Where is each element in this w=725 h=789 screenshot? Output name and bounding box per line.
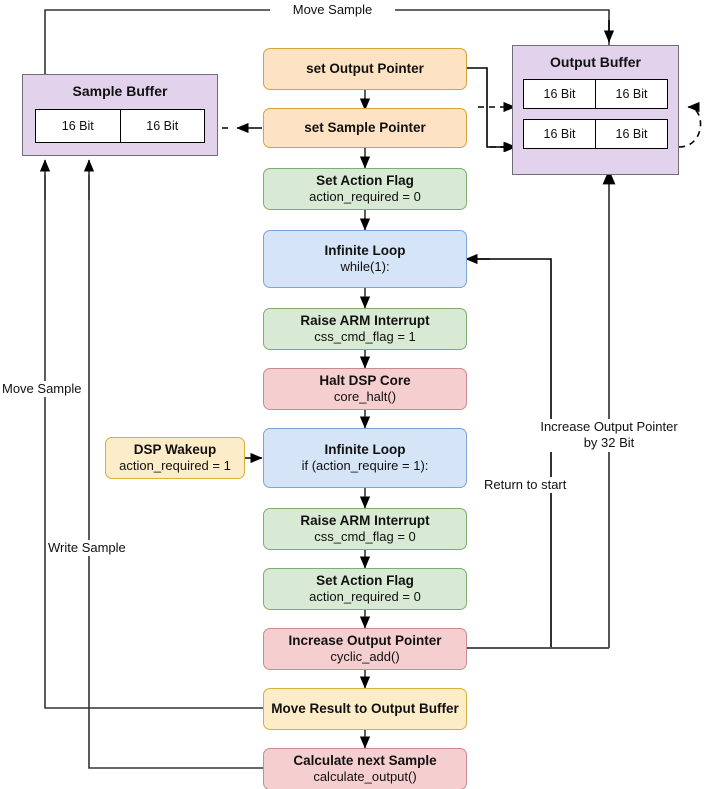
output-buffer-row-0: 16 Bit 16 Bit <box>523 79 668 109</box>
node-subtitle: if (action_require = 1): <box>301 458 429 474</box>
node-title: Set Action Flag <box>316 572 414 588</box>
node-set-sample-pointer[interactable]: set Sample Pointer <box>263 108 467 148</box>
node-subtitle: action_required = 0 <box>309 189 421 205</box>
node-subtitle: css_cmd_flag = 0 <box>314 529 416 545</box>
output-buffer-cell-1-0: 16 Bit <box>543 127 576 141</box>
sample-buffer-row: 16 Bit 16 Bit <box>35 109 205 143</box>
edge-label-increase-output-pointer-32bit: Increase Output Pointer by 32 Bit <box>519 419 699 452</box>
node-infinite-loop-1[interactable]: Infinite Loop while(1): <box>263 230 467 288</box>
edge-calcnext-left <box>88 175 263 769</box>
node-title: Raise ARM Interrupt <box>300 512 430 528</box>
node-set-action-flag-1[interactable]: Set Action Flag action_required = 0 <box>263 168 467 210</box>
node-increase-output-pointer[interactable]: Increase Output Pointer cyclic_add() <box>263 628 467 670</box>
output-buffer: Output Buffer 16 Bit 16 Bit 16 Bit 16 Bi… <box>512 45 679 175</box>
node-title: Halt DSP Core <box>319 372 411 388</box>
output-buffer-row-1: 16 Bit 16 Bit <box>523 119 668 149</box>
node-dsp-wakeup[interactable]: DSP Wakeup action_required = 1 <box>105 437 245 479</box>
node-title: set Output Pointer <box>306 60 424 76</box>
edge-setoutptr-to-buffer <box>467 67 512 148</box>
node-subtitle: action_required = 0 <box>309 589 421 605</box>
node-subtitle: cyclic_add() <box>330 649 400 665</box>
output-buffer-cell-1-1: 16 Bit <box>595 120 667 148</box>
edge-dashed-outbuf-wrap <box>678 101 702 148</box>
node-title: Move Result to Output Buffer <box>271 700 459 716</box>
edge-moveresult-left <box>44 175 263 709</box>
node-infinite-loop-2[interactable]: Infinite Loop if (action_require = 1): <box>263 428 467 488</box>
node-title: Raise ARM Interrupt <box>300 312 430 328</box>
node-title: Set Action Flag <box>316 172 414 188</box>
output-buffer-cell-0-1: 16 Bit <box>595 80 667 108</box>
sample-buffer: Sample Buffer 16 Bit 16 Bit <box>22 74 218 156</box>
node-raise-arm-interrupt-2[interactable]: Raise ARM Interrupt css_cmd_flag = 0 <box>263 508 467 550</box>
node-set-output-pointer[interactable]: set Output Pointer <box>263 48 467 90</box>
edge-label-return-to-start: Return to start <box>484 477 586 494</box>
node-title: set Sample Pointer <box>304 119 426 135</box>
node-move-result-to-output-buffer[interactable]: Move Result to Output Buffer <box>263 688 467 730</box>
edge-return-to-start <box>467 258 552 649</box>
node-subtitle: css_cmd_flag = 1 <box>314 329 416 345</box>
output-buffer-cell-0-0: 16 Bit <box>543 87 576 101</box>
edge-label-move-sample-top: Move Sample <box>270 2 395 19</box>
node-subtitle: core_halt() <box>333 389 397 405</box>
node-subtitle: while(1): <box>340 259 390 275</box>
node-title: Infinite Loop <box>324 242 406 258</box>
node-raise-arm-interrupt-1[interactable]: Raise ARM Interrupt css_cmd_flag = 1 <box>263 308 467 350</box>
node-title: DSP Wakeup <box>133 441 217 457</box>
node-set-action-flag-2[interactable]: Set Action Flag action_required = 0 <box>263 568 467 610</box>
node-title: Infinite Loop <box>324 441 406 457</box>
node-halt-dsp-core[interactable]: Halt DSP Core core_halt() <box>263 368 467 410</box>
sample-buffer-title: Sample Buffer <box>72 83 168 99</box>
edge-label-write-sample-left: Write Sample <box>48 540 140 557</box>
node-subtitle: action_required = 1 <box>119 458 231 474</box>
sample-buffer-cell-0: 16 Bit <box>61 119 94 133</box>
node-calculate-next-sample[interactable]: Calculate next Sample calculate_output() <box>263 748 467 789</box>
output-buffer-title: Output Buffer <box>550 54 641 70</box>
node-title: Increase Output Pointer <box>288 632 442 648</box>
edge-label-move-sample-left: Move Sample <box>2 381 87 398</box>
node-title: Calculate next Sample <box>293 752 437 768</box>
sample-buffer-cell-1: 16 Bit <box>119 110 205 142</box>
node-subtitle: calculate_output() <box>313 769 417 785</box>
